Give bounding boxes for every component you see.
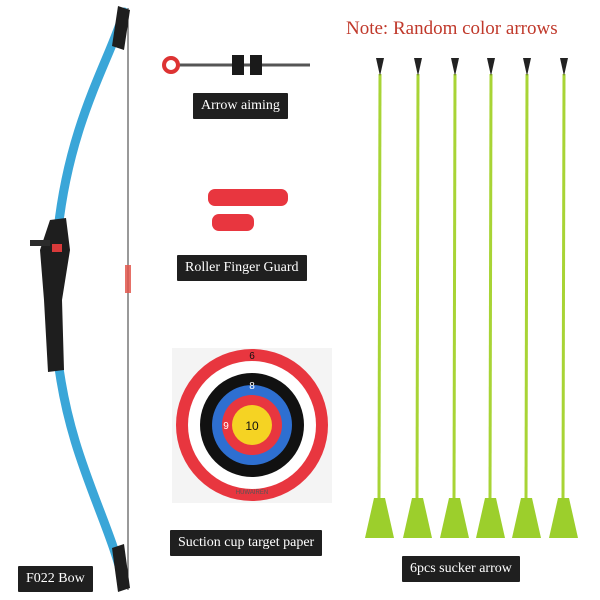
arrow-shaft	[561, 73, 566, 501]
arrow-shaft	[488, 73, 493, 501]
target-ring-label: 7	[193, 421, 199, 432]
arrow-nock	[560, 58, 568, 76]
suction-cup	[476, 498, 505, 538]
suction-cup	[549, 498, 578, 538]
finger-guard-label: Roller Finger Guard	[177, 255, 307, 281]
arrow-aiming-label: Arrow aiming	[193, 93, 288, 119]
target-brand: HUWAIREN	[236, 490, 268, 496]
arrow	[403, 58, 432, 538]
arrows-label: 6pcs sucker arrow	[402, 556, 520, 582]
suction-cup	[403, 498, 432, 538]
target-ring-label: 6	[249, 351, 255, 362]
arrow-nock	[487, 58, 495, 76]
arrow	[549, 58, 578, 538]
note-text: Note: Random color arrows	[346, 18, 558, 39]
target-ring-label: 8	[249, 381, 255, 392]
arrow	[476, 58, 505, 538]
suction-cup	[365, 498, 394, 538]
arrow	[365, 58, 394, 538]
arrow-shaft	[524, 73, 529, 501]
arrow-nock	[414, 58, 422, 76]
arrow-shaft	[377, 73, 382, 501]
target-center-number: 10	[245, 419, 259, 433]
bow-label: F022 Bow	[18, 566, 93, 592]
arrow-shaft	[452, 73, 457, 501]
arrow-shaft	[415, 73, 420, 501]
arrow-nock	[451, 58, 459, 76]
arrow	[512, 58, 541, 538]
target-ring-label: 9	[223, 421, 229, 432]
target-paper-label: Suction cup target paper	[170, 530, 323, 556]
arrow-nock	[523, 58, 531, 76]
suction-cup	[512, 498, 541, 538]
suction-cup	[440, 498, 469, 538]
arrow-nock	[376, 58, 384, 76]
arrow	[440, 58, 469, 538]
